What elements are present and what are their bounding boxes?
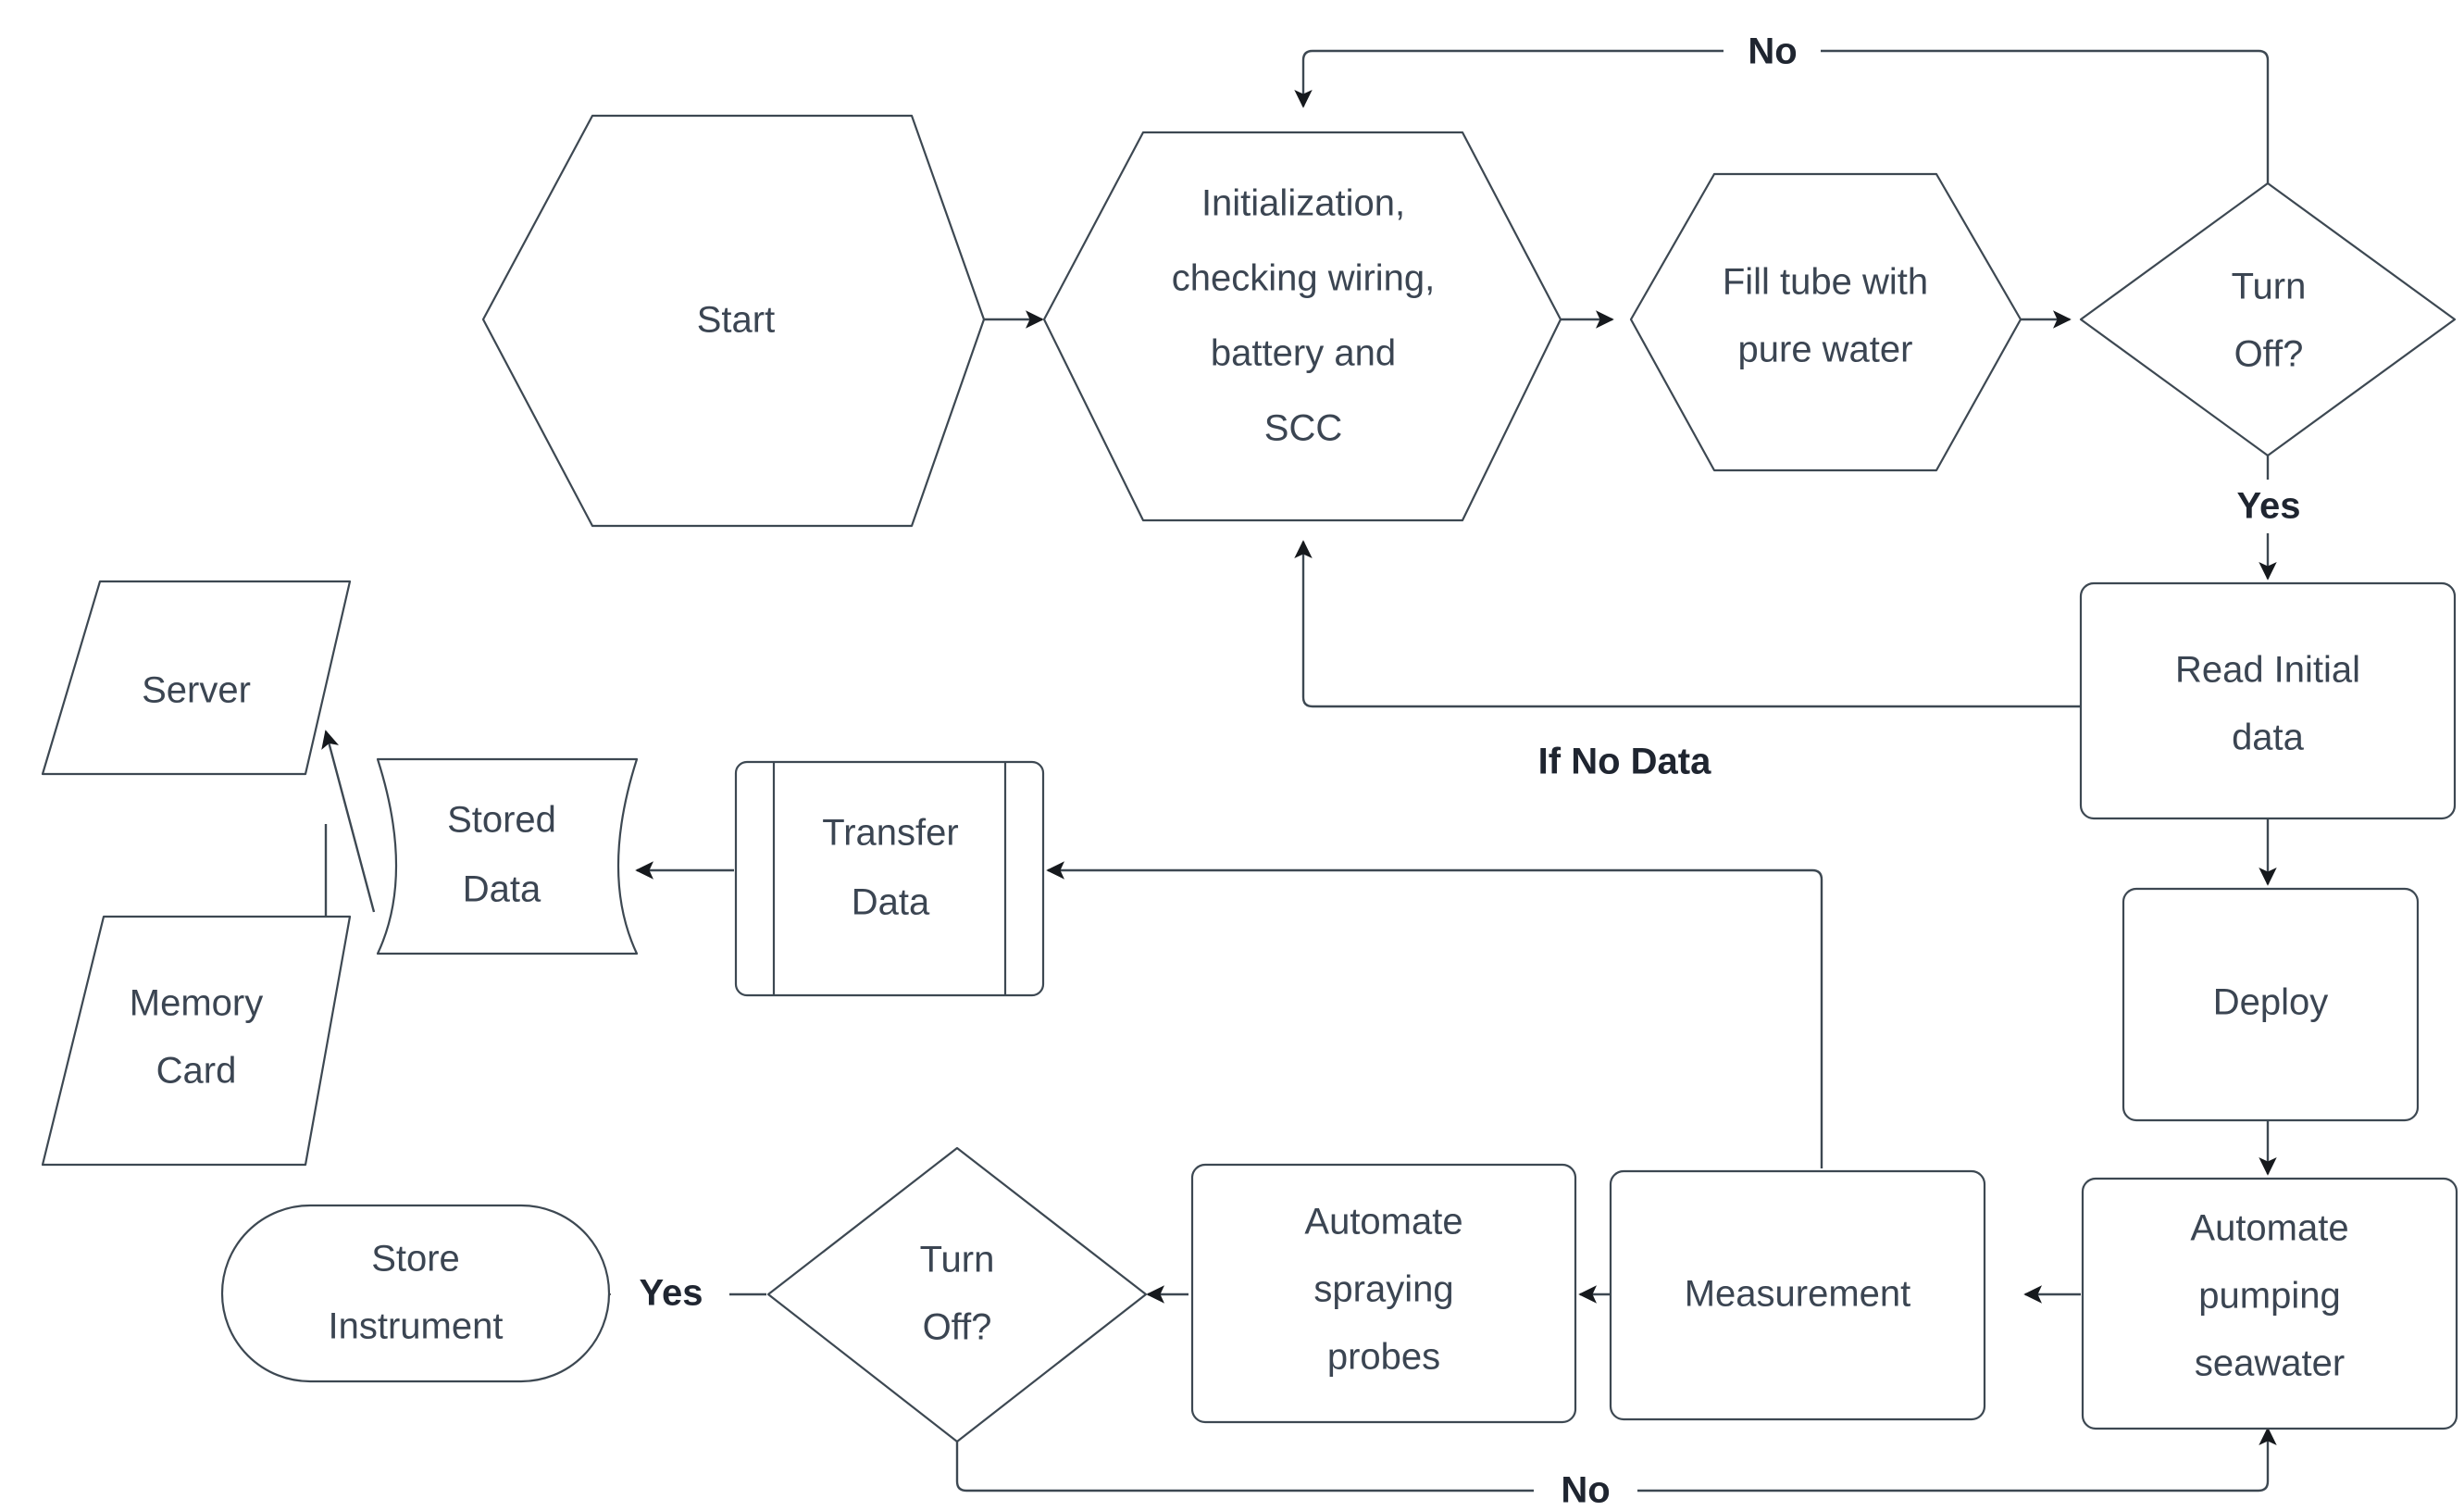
store-instrument-label-line1: Store: [371, 1239, 460, 1280]
store-instrument-stadium-shape: [220, 1204, 611, 1383]
edges-layer: back to top of Initialization --> No Rea…: [317, 26, 2323, 1511]
memory-card-parallelogram-shape: [41, 915, 352, 1167]
edge-label-yes-top: Yes: [2237, 486, 2301, 527]
fill-tube-hexagon-shape: [1629, 172, 2022, 472]
edge-label-yes-bottom-backdrop: [611, 1267, 729, 1320]
turn-off-top-label-line2: Off?: [2234, 334, 2304, 375]
automate-spraying-label-line3: probes: [1327, 1337, 1440, 1378]
node-transfer-data[interactable]: Transfer Data: [734, 760, 1045, 997]
server-label: Server: [142, 670, 251, 711]
edge-label-no-top: No: [1748, 31, 1797, 72]
start-hexagon-shape: [481, 114, 986, 528]
deploy-label: Deploy: [2213, 982, 2329, 1023]
node-server[interactable]: Server: [41, 580, 352, 776]
node-memory-card[interactable]: Memory Card: [41, 915, 352, 1167]
automate-pumping-label-line1: Automate: [2190, 1208, 2348, 1249]
start-label: Start: [697, 300, 775, 341]
node-store-instrument[interactable]: Store Instrument: [220, 1204, 611, 1383]
edge-readinitial-ifnodata-to-initialization: [1294, 540, 2081, 708]
turn-off-bottom-label-line1: Turn: [920, 1240, 995, 1280]
store-instrument-label-line2: Instrument: [329, 1306, 504, 1347]
node-turn-off-bottom[interactable]: Turn Off?: [766, 1146, 1148, 1443]
stored-data-tape-shape: [376, 757, 639, 955]
server-parallelogram-shape: [41, 580, 352, 776]
automate-spraying-label-line2: spraying: [1313, 1269, 1453, 1310]
node-initialization[interactable]: Initialization, checking wiring, battery…: [1042, 131, 1562, 522]
automate-spraying-label-line1: Automate: [1304, 1202, 1462, 1243]
turn-off-top-label-line1: Turn: [2232, 267, 2307, 307]
node-deploy[interactable]: Deploy: [2122, 887, 2420, 1122]
automate-spraying-rect-shape: [1190, 1163, 1577, 1424]
edge-label-no-bottom-backdrop: [1534, 1466, 1637, 1511]
turn-off-bottom-label-line2: Off?: [923, 1307, 992, 1348]
edge-label-no-top-backdrop: [1724, 26, 1821, 77]
node-turn-off-top[interactable]: Turn Off?: [2079, 181, 2457, 457]
node-read-initial-data[interactable]: Read Initial data: [2079, 581, 2457, 820]
read-initial-data-rect-shape: [2079, 581, 2457, 820]
automate-pumping-label-line2: pumping: [2198, 1276, 2340, 1317]
automate-pumping-rect-shape: [2081, 1177, 2458, 1430]
deploy-rect-shape: [2122, 887, 2420, 1122]
edge-storeddata-to-server: [321, 730, 376, 913]
edge-label-yes-top-backdrop: [2214, 480, 2323, 533]
read-initial-data-label-line1: Read Initial: [2175, 650, 2360, 691]
fill-tube-label-line1: Fill tube with: [1723, 262, 1928, 303]
memory-card-label-line2: Card: [156, 1051, 237, 1092]
turn-off-top-diamond-shape: [2079, 181, 2457, 457]
stored-data-label-line1: Stored: [447, 800, 556, 841]
initialization-label-line3: battery and: [1211, 333, 1396, 374]
edge-label-if-no-data: If No Data: [1538, 742, 1711, 782]
stored-data-label-line2: Data: [463, 869, 541, 910]
node-automate-spraying-probes[interactable]: Automate spraying probes: [1190, 1163, 1577, 1424]
edge-measurement-to-transferdata: [1046, 861, 1823, 1168]
automate-pumping-label-line3: seawater: [2195, 1343, 2345, 1384]
turn-off-bottom-diamond-shape: [766, 1146, 1148, 1443]
fill-tube-label-line2: pure water: [1738, 330, 1913, 370]
read-initial-data-label-line2: data: [2232, 718, 2305, 758]
node-measurement[interactable]: Measurement: [1609, 1169, 1986, 1421]
initialization-label-line1: Initialization,: [1201, 183, 1405, 224]
node-start[interactable]: Start: [481, 114, 986, 528]
node-fill-tube[interactable]: Fill tube with pure water: [1629, 172, 2022, 472]
transfer-data-label-line2: Data: [852, 882, 930, 923]
initialization-hexagon-shape: [1042, 131, 1562, 522]
transfer-data-label-line1: Transfer: [822, 813, 958, 854]
memory-card-label-line1: Memory: [130, 983, 263, 1024]
node-stored-data[interactable]: Stored Data: [376, 757, 639, 955]
measurement-label: Measurement: [1685, 1274, 1911, 1315]
edge-label-no-bottom: No: [1561, 1470, 1610, 1511]
measurement-rect-shape: [1609, 1169, 1986, 1421]
initialization-label-line4: SCC: [1264, 408, 1342, 449]
node-automate-pumping-seawater[interactable]: Automate pumping seawater: [2081, 1177, 2458, 1430]
transfer-data-rect-shape: [734, 760, 1045, 997]
edge-label-yes-bottom: Yes: [640, 1273, 703, 1314]
edge-label-if-no-data-backdrop: [1475, 736, 1773, 790]
initialization-label-line2: checking wiring,: [1172, 258, 1436, 299]
